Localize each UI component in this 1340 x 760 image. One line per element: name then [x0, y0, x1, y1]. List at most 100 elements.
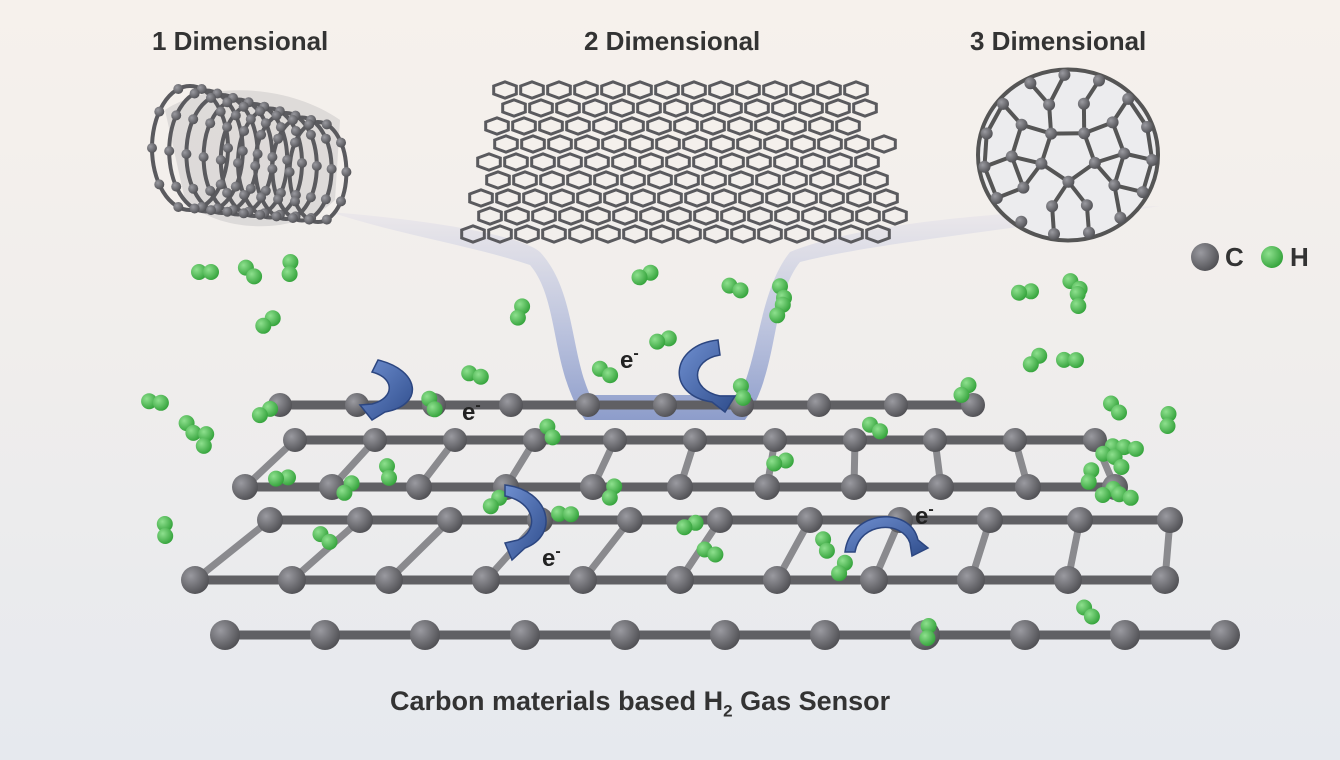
graphene-hexagon: [747, 206, 773, 226]
carbon-atom: [1046, 200, 1059, 213]
graphene-hexagon: [835, 116, 861, 136]
carbon-atom: [210, 620, 240, 650]
hydrogen-molecule: [1080, 462, 1100, 490]
carbon-atom: [252, 149, 263, 159]
hydrogen-atom: [919, 630, 936, 646]
carbon-atom: [1146, 154, 1159, 166]
graphene-hexagon: [619, 116, 645, 136]
graphene-hexagon: [717, 98, 743, 118]
carbon-atom: [1210, 620, 1240, 650]
carbon-atom: [997, 97, 1009, 110]
carbon-atom: [1024, 77, 1037, 90]
hydrogen-molecule: [721, 277, 749, 299]
carbon-atom: [320, 194, 331, 205]
hydrogen-atom: [472, 368, 489, 385]
graphene-hexagon: [630, 188, 656, 208]
carbon-atom: [957, 566, 985, 594]
carbon-atom: [273, 133, 284, 144]
carbon-atom: [797, 507, 823, 533]
carbon-atom: [1015, 474, 1041, 500]
label-3-dimensional: 3 Dimensional: [970, 26, 1147, 56]
hydrogen-atom: [953, 386, 970, 403]
hydrogen-legend-icon: [1261, 246, 1283, 268]
carbon-atom: [310, 620, 340, 650]
lattice-bond: [191, 516, 274, 584]
carbon-atom: [305, 129, 316, 140]
hydrogen-atom: [280, 469, 296, 486]
graphene-hexagon: [627, 80, 653, 100]
carbon-atom: [278, 566, 306, 594]
graphene-hexagon: [825, 98, 851, 118]
carbon-atom: [1005, 150, 1018, 163]
carbon-atom: [173, 202, 184, 212]
graphene-hexagon: [541, 224, 567, 244]
graphene-hexagon: [765, 188, 791, 208]
graphene-hexagon: [495, 188, 521, 208]
hydrogen-atom: [1070, 298, 1087, 314]
graphene-hexagon: [557, 152, 583, 172]
carbon-atom: [1088, 156, 1101, 169]
graphene-hexagon: [654, 80, 680, 100]
graphene-hexagon: [520, 134, 546, 154]
graphene-hexagon: [504, 206, 530, 226]
carbon-atom: [255, 106, 266, 117]
hydrogen-atom: [544, 429, 561, 446]
hydrogen-molecule: [336, 475, 360, 501]
carbon-atom: [273, 194, 284, 205]
graphene-hexagon: [711, 188, 737, 208]
carbon-atom: [283, 428, 307, 452]
carbon-atom: [341, 167, 352, 177]
hydrogen-atom: [381, 469, 397, 486]
carbon-atom: [237, 146, 248, 156]
graphene-hexagon: [809, 170, 835, 190]
carbon-atom: [320, 133, 331, 144]
carbon-atom: [256, 129, 267, 140]
hydrogen-molecule: [482, 489, 508, 515]
graphene-hexagon: [757, 224, 783, 244]
carbon-atom: [1083, 428, 1107, 452]
graphene-hexagon: [528, 98, 554, 118]
hydrogen-atom: [1127, 440, 1144, 457]
carbon-atom: [147, 143, 157, 153]
hydrogen-atom: [920, 618, 937, 634]
hydrogen-atom: [1159, 418, 1176, 434]
carbon-atom: [1136, 186, 1149, 199]
hydrogen-atom: [482, 498, 499, 515]
graphene-hexagon: [582, 98, 608, 118]
carbon-atom: [1118, 147, 1131, 160]
hydrogen-molecule: [862, 416, 888, 440]
carbon-atom: [923, 428, 947, 452]
carbon-atom: [843, 428, 867, 452]
hydrogen-molecule: [591, 360, 619, 384]
carbon-atom: [336, 196, 346, 207]
hydrogen-molecule: [953, 377, 977, 403]
carbon-atom: [1157, 507, 1183, 533]
hydrogen-molecule: [1103, 395, 1127, 421]
carbon-atom: [710, 620, 740, 650]
carbon-atom: [810, 620, 840, 650]
hydrogen-molecule: [919, 618, 937, 646]
carbon-atom: [1151, 566, 1179, 594]
carbon-atom: [1083, 226, 1095, 239]
carbon-atom: [238, 208, 249, 219]
hydrogen-molecule: [766, 452, 794, 472]
hydrogen-atom: [1160, 406, 1177, 422]
interaction-funnel: [330, 206, 1160, 420]
carbon-atom: [287, 213, 298, 223]
hydrogen-molecule: [461, 365, 489, 385]
hydrogen-molecule: [268, 469, 296, 487]
hydrogen-atom: [282, 254, 299, 270]
carbon-atom: [311, 161, 322, 171]
graphene-hexagon: [573, 80, 599, 100]
carbon-atom: [336, 137, 346, 148]
hydrogen-atom: [601, 489, 618, 506]
carbon-nanotube: [147, 84, 352, 227]
electron-arrows: [358, 339, 930, 562]
graphene-hexagon: [690, 98, 716, 118]
carbon-atom: [1080, 199, 1093, 212]
hydrogen-atom: [551, 505, 567, 522]
hydrogen-legend-label: H: [1290, 242, 1309, 272]
graphene-hexagon: [585, 206, 611, 226]
hydrogen-atom: [769, 307, 786, 324]
carbon-atom: [666, 566, 694, 594]
